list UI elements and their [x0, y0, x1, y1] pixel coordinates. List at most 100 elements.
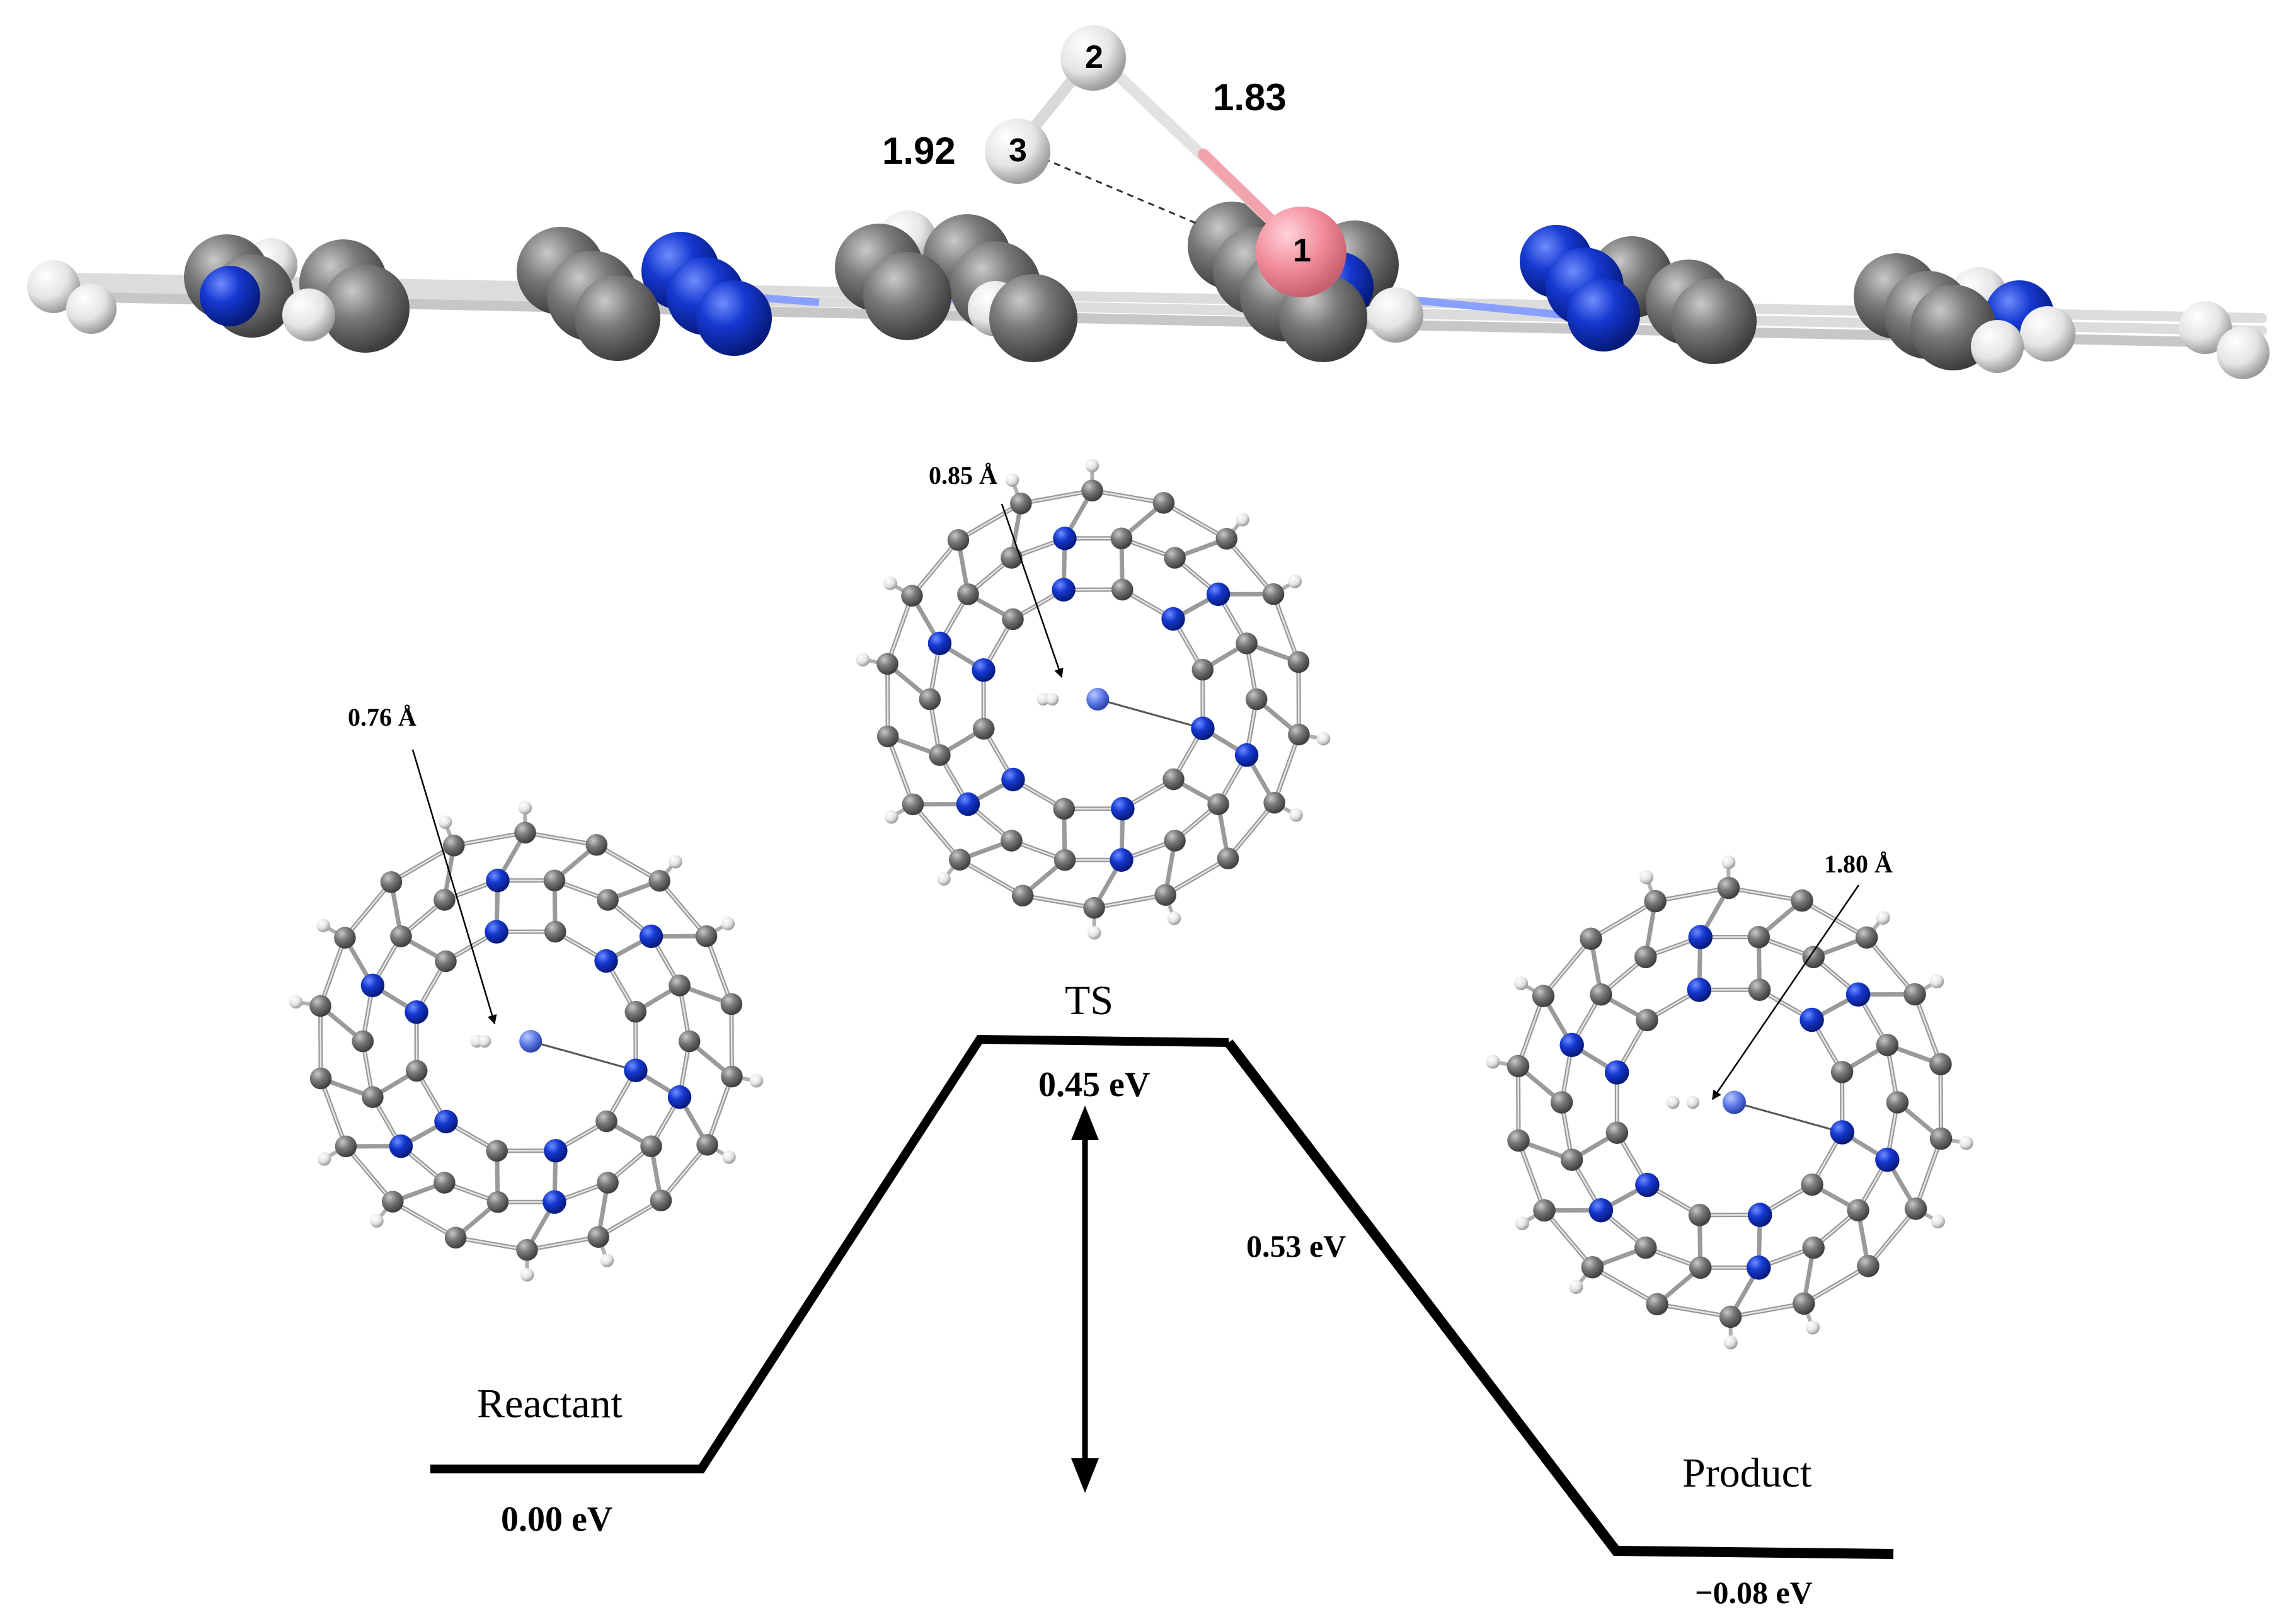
nitrogen-atom	[624, 1058, 648, 1082]
carbon-atom	[1263, 792, 1285, 814]
carbon-atom	[1929, 1053, 1952, 1076]
energy-label-product: −0.08 eV	[1695, 1575, 1813, 1610]
bond-highlight	[1868, 1208, 1917, 1267]
carbon-atom	[901, 585, 923, 607]
bond-highlight	[1227, 802, 1275, 859]
hydrogen-atom	[1316, 731, 1331, 746]
nitrogen-atom	[1001, 767, 1025, 792]
carbon-atom	[575, 275, 660, 361]
nitrogen-atom	[1747, 1255, 1771, 1280]
bond-highlight	[660, 1144, 708, 1201]
carbon-atom	[1083, 896, 1105, 919]
atoms	[289, 801, 764, 1282]
bond-highlight	[1094, 894, 1166, 909]
bond-highlight	[911, 539, 959, 597]
atom-label-3: 3	[1009, 132, 1027, 169]
carbon-atom	[1719, 1305, 1742, 1328]
adsorbed-h-atom	[1036, 692, 1050, 706]
nitrogen-atom	[1688, 925, 1713, 949]
reactant-distance-annotation: 0.76 Å	[348, 703, 497, 1025]
hydrogen-atom	[1931, 1214, 1946, 1229]
reactant-distance-arrow	[411, 749, 497, 1025]
carbon-atom	[1646, 1293, 1668, 1316]
carbon-atom	[1634, 1236, 1657, 1259]
bond-highlight	[455, 1237, 527, 1251]
carbon-atom	[595, 1110, 617, 1133]
carbon-atom	[405, 1060, 428, 1082]
carbon-atom	[1717, 876, 1740, 900]
bond-highlight	[887, 736, 914, 805]
bond-highlight	[1225, 538, 1275, 595]
hydrogen-atom	[883, 576, 897, 590]
metal-n-bond	[1097, 698, 1203, 729]
carbon-atom	[1053, 797, 1076, 820]
hydrogen-atom	[937, 872, 951, 886]
carbon-atom	[876, 725, 899, 748]
adsorbed-h-atom	[1046, 692, 1059, 706]
reactant-structure	[289, 801, 764, 1282]
carbon-atom	[1191, 658, 1214, 681]
carbon-atom	[309, 1067, 332, 1090]
bond-highlight	[1915, 1138, 1942, 1209]
carbon-atom	[352, 1030, 374, 1053]
carbon-atom	[390, 925, 412, 947]
carbon-atom	[362, 1086, 384, 1108]
nitrogen-atom	[1161, 607, 1185, 631]
carbon-atom	[1590, 983, 1612, 1006]
hydrogen-atom	[520, 1267, 534, 1282]
carbon-atom	[321, 265, 410, 353]
atoms	[856, 459, 1331, 940]
bond-highlight	[1803, 1265, 1869, 1305]
bond-highlight	[658, 880, 708, 937]
hydrogen-atom	[669, 855, 682, 869]
hydrogen-atom	[1005, 473, 1019, 487]
nitrogen-atom	[1052, 578, 1076, 602]
distance-label-h-metal: 1.83	[1213, 76, 1287, 118]
metal-n-bond	[1733, 1101, 1843, 1134]
carbon-atom	[381, 1191, 404, 1213]
carbon-atom	[486, 1140, 508, 1162]
carbon-atom	[1215, 528, 1238, 550]
metal-atom	[519, 1030, 542, 1053]
carbon-atom	[1111, 578, 1134, 601]
h-atom-3	[985, 118, 1050, 184]
side-view-atoms	[27, 202, 2270, 379]
nitrogen-atom	[1799, 1007, 1824, 1032]
hydrogen-atom	[1639, 870, 1654, 884]
hydrogen-atom	[1513, 976, 1529, 991]
bond-highlight	[1517, 1140, 1546, 1211]
carbon-atom	[1929, 1127, 1953, 1150]
hydrogen-atom	[856, 653, 870, 667]
hydrogen-atom	[1971, 320, 2024, 373]
bond-highlight	[598, 1199, 662, 1238]
carbon-atom	[1053, 848, 1076, 871]
hydrogen-atom	[1805, 1320, 1820, 1335]
nitrogen-atom	[1191, 716, 1215, 740]
carbon-atom	[1903, 983, 1926, 1006]
bond-highlight	[1656, 1303, 1731, 1318]
ts-distance-label: 0.85 Å	[929, 461, 997, 489]
product-structure	[1486, 855, 1973, 1350]
bond-highlight	[454, 831, 525, 847]
carbon-atom	[433, 889, 456, 911]
hydrogen-atom	[749, 1073, 764, 1088]
nitrogen-atom	[1234, 743, 1259, 767]
hydrogen-atom	[518, 801, 532, 815]
carbon-atom	[1110, 527, 1133, 550]
bond-highlight	[1517, 1066, 1520, 1141]
nitrogen-atom	[434, 1109, 458, 1134]
carbon-atom	[1581, 1255, 1604, 1279]
nitrogen-atom	[485, 920, 508, 944]
hydrogen-atom	[2217, 326, 2270, 379]
hydrogen-atom	[316, 918, 330, 932]
carbon-atom	[1580, 927, 1602, 950]
nitrogen-atom	[972, 658, 996, 682]
barrier-arrow-head-top	[1071, 1106, 1099, 1140]
nitrogen-atom	[696, 280, 772, 356]
carbon-atom	[1634, 946, 1657, 969]
bond-highlight	[1542, 938, 1592, 997]
carbon-atom	[919, 688, 941, 711]
bond-highlight	[887, 595, 913, 665]
nitrogen-atom	[1747, 1203, 1772, 1227]
